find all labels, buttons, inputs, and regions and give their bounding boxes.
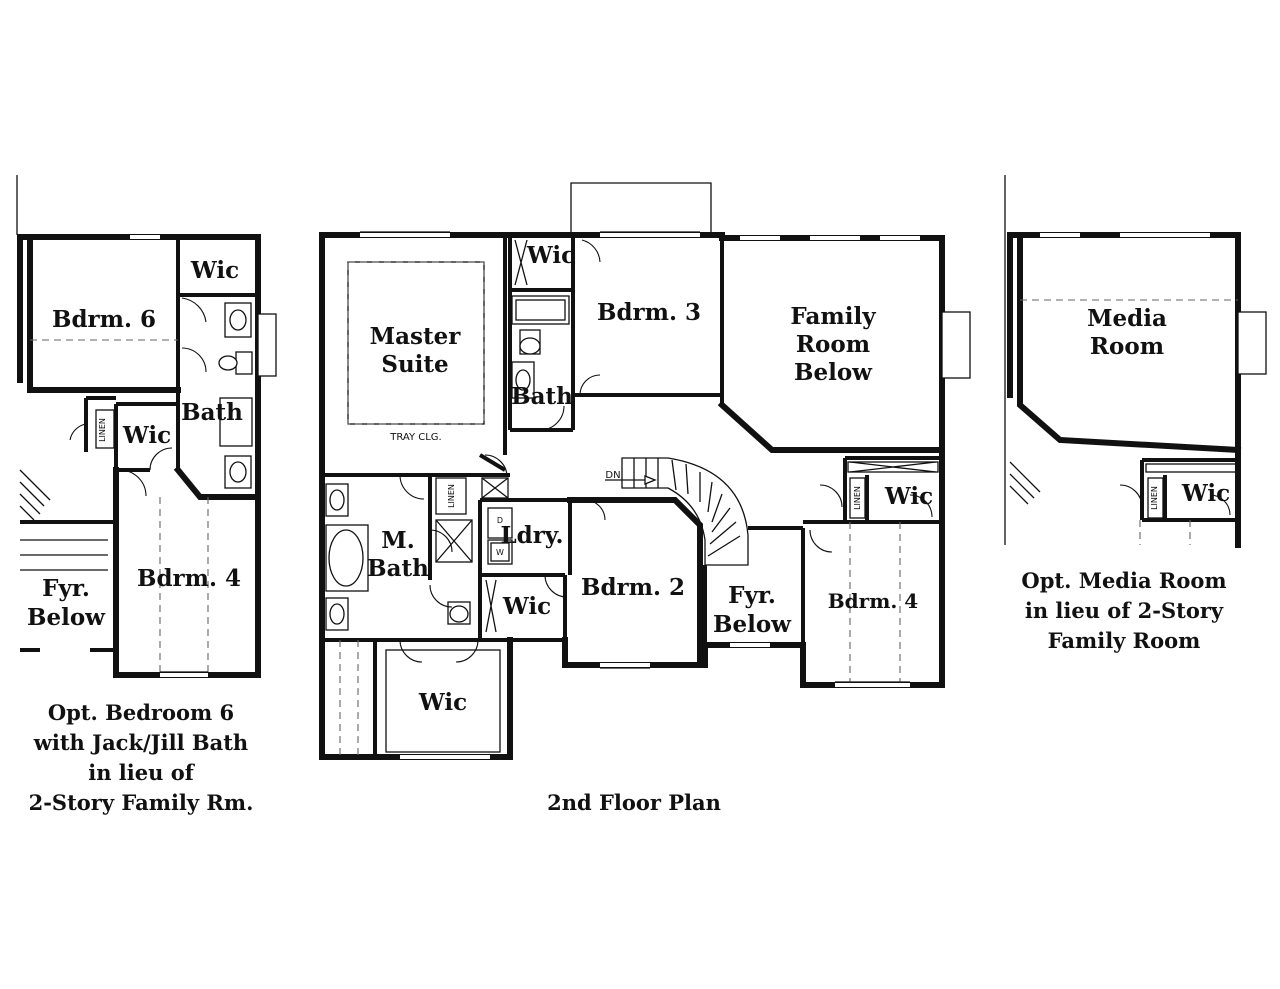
stair-down-label: DN bbox=[605, 470, 620, 481]
left-caption-line-3: in lieu of bbox=[88, 760, 195, 785]
right-caption-line-2: in lieu of 2-Story bbox=[1025, 598, 1224, 623]
left-wic-top-label: Wic bbox=[190, 257, 239, 284]
tray-ceiling-label: TRAY CLG. bbox=[389, 432, 441, 443]
left-bedroom-6-label: Bdrm. 6 bbox=[52, 306, 156, 333]
media-room-line-1: Media bbox=[1087, 305, 1167, 332]
left-wic-mid-label: Wic bbox=[122, 422, 171, 449]
center-fireplace-line-1: Fyr. bbox=[728, 582, 776, 609]
master-suite-line-2: Suite bbox=[381, 351, 448, 378]
dryer-label: D bbox=[497, 516, 503, 525]
laundry-label: Ldry. bbox=[500, 522, 563, 549]
right-caption-line-1: Opt. Media Room bbox=[1021, 568, 1226, 593]
center-bath-label: Bath bbox=[511, 383, 573, 410]
left-option-plan bbox=[16, 175, 277, 678]
bedroom-2-label: Bdrm. 2 bbox=[581, 574, 685, 601]
family-room-line-3: Below bbox=[794, 359, 873, 386]
left-bath-label: Bath bbox=[181, 399, 243, 426]
left-caption-line-4: 2-Story Family Rm. bbox=[29, 790, 254, 815]
left-caption-line-2: with Jack/Jill Bath bbox=[33, 730, 248, 755]
family-room-line-1: Family bbox=[790, 303, 876, 330]
right-option-plan bbox=[1004, 175, 1267, 548]
left-fireplace-line-2: Below bbox=[27, 604, 106, 631]
center-bedroom-4-label: Bdrm. 4 bbox=[828, 589, 919, 613]
center-wic-right-label: Wic bbox=[884, 483, 933, 510]
family-room-line-2: Room bbox=[796, 331, 870, 358]
center-caption: 2nd Floor Plan bbox=[547, 790, 721, 815]
bedroom-3-label: Bdrm. 3 bbox=[597, 299, 701, 326]
right-caption-line-3: Family Room bbox=[1048, 628, 1201, 653]
center-linen-1-label: LINEN bbox=[447, 484, 456, 508]
left-caption-line-1: Opt. Bedroom 6 bbox=[48, 700, 234, 725]
right-linen-label: LINEN bbox=[1150, 486, 1159, 510]
main-2nd-floor-plan bbox=[319, 182, 971, 760]
right-wic-label: Wic bbox=[1181, 480, 1230, 507]
left-bedroom-4-label: Bdrm. 4 bbox=[137, 565, 241, 592]
left-linen-label: LINEN bbox=[98, 418, 107, 442]
m-bath-line-1: M. bbox=[381, 527, 414, 554]
washer-label: W bbox=[496, 548, 504, 557]
media-room-line-2: Room bbox=[1090, 333, 1164, 360]
master-suite-line-1: Master bbox=[370, 323, 462, 350]
master-wic-label: Wic bbox=[418, 689, 467, 716]
center-wic-laundry-label: Wic bbox=[502, 593, 551, 620]
left-fireplace-line-1: Fyr. bbox=[42, 575, 90, 602]
center-fireplace-line-2: Below bbox=[713, 611, 792, 638]
m-bath-line-2: Bath bbox=[367, 555, 429, 582]
center-wic-top-label: Wic bbox=[526, 242, 575, 269]
center-linen-2-label: LINEN bbox=[853, 486, 862, 510]
